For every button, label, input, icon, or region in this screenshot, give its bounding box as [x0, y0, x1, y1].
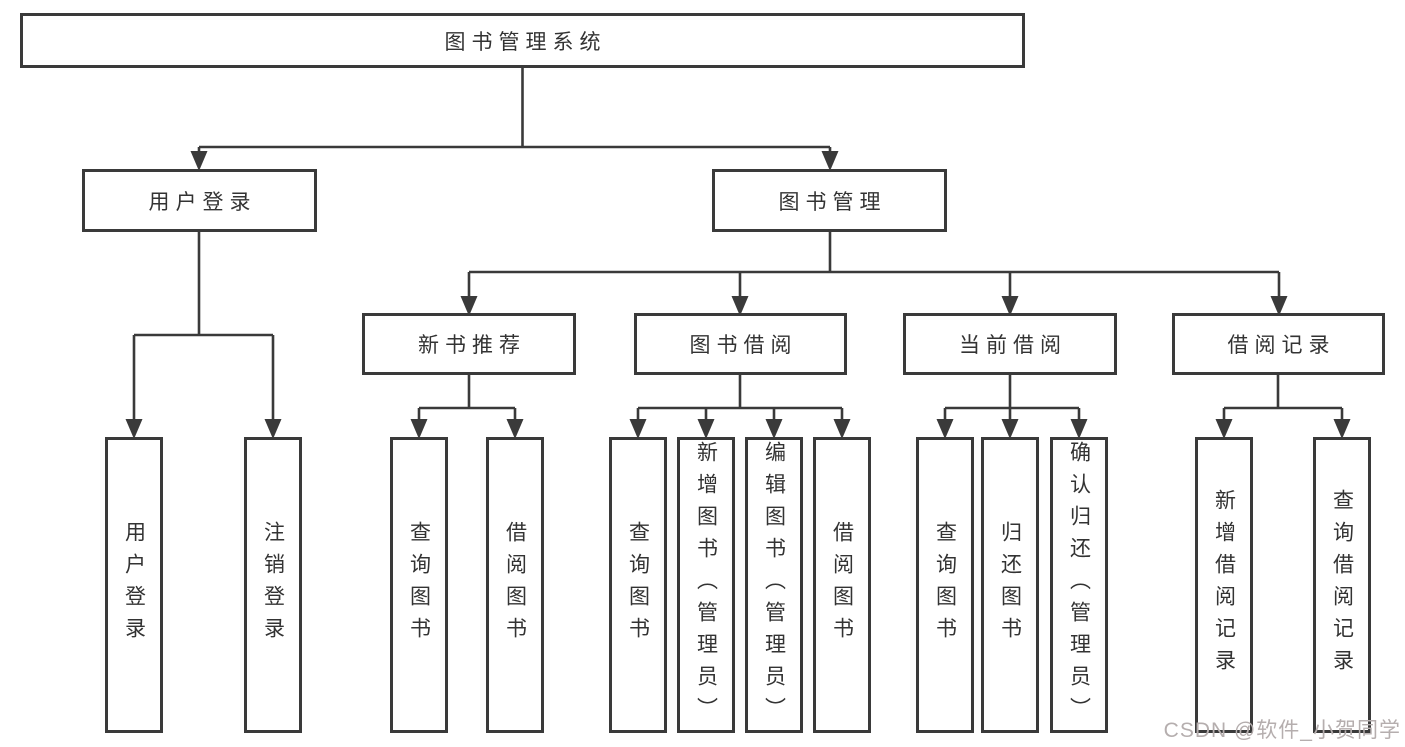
- arrow-down-icon: [460, 296, 478, 316]
- leaf-label: 用户登录: [122, 521, 146, 649]
- connector-book-mgmt-to-modules: [460, 232, 1288, 316]
- node-label: 借阅记录: [1227, 334, 1336, 357]
- leaf-borrow-books-borrowing: 借阅图书: [813, 437, 871, 733]
- leaf-label: 查询图书: [933, 521, 957, 649]
- node-label: 新书推荐: [418, 334, 526, 357]
- leaf-query-books-recommend: 查询图书: [390, 437, 448, 733]
- leaf-label: 注销登录: [261, 521, 285, 649]
- leaf-query-books-current: 查询图书: [916, 437, 974, 733]
- leaf-label: 借阅图书: [503, 521, 527, 649]
- arrow-down-icon: [1215, 419, 1233, 439]
- arrow-down-icon: [731, 296, 749, 316]
- node-book-management: 图书管理: [712, 169, 947, 232]
- arrow-down-icon: [1001, 419, 1019, 439]
- leaf-add-borrow-record: 新增借阅记录: [1195, 437, 1253, 733]
- arrow-down-icon: [629, 419, 647, 439]
- arrow-down-icon: [821, 151, 839, 171]
- arrow-down-icon: [125, 419, 143, 439]
- arrow-down-icon: [936, 419, 954, 439]
- arrow-down-icon: [190, 151, 208, 171]
- node-new-book-recommendation: 新书推荐: [362, 313, 576, 375]
- node-borrowing-records: 借阅记录: [1172, 313, 1385, 375]
- leaf-query-borrow-record: 查询借阅记录: [1313, 437, 1371, 733]
- arrow-down-icon: [833, 419, 851, 439]
- leaf-query-books-borrowing: 查询图书: [609, 437, 667, 733]
- arrow-down-icon: [506, 419, 524, 439]
- leaf-add-book-admin: 新增图书（管理员）: [677, 437, 735, 733]
- arrow-down-icon: [1070, 419, 1088, 439]
- node-label: 图书管理系统: [444, 30, 607, 54]
- leaf-logout: 注销登录: [244, 437, 302, 733]
- leaf-borrow-books-recommend: 借阅图书: [486, 437, 544, 733]
- leaf-return-book: 归还图书: [981, 437, 1039, 733]
- arrow-down-icon: [1333, 419, 1351, 439]
- leaf-confirm-return-admin: 确认归还（管理员）: [1050, 437, 1108, 733]
- arrow-down-icon: [264, 419, 282, 439]
- leaf-label: 查询图书: [407, 521, 431, 649]
- arrow-down-icon: [765, 419, 783, 439]
- node-label: 当前借阅: [959, 334, 1067, 357]
- node-user-login: 用户登录: [82, 169, 317, 232]
- arrow-down-icon: [410, 419, 428, 439]
- connector-root-to-level1: [190, 68, 839, 171]
- connector-borrowing-to-leaves: [629, 375, 851, 439]
- arrow-down-icon: [1001, 296, 1019, 316]
- connector-current-to-leaves: [936, 375, 1088, 439]
- leaf-label: 查询借阅记录: [1330, 489, 1354, 681]
- csdn-watermark: CSDN @软件_小贺同学: [1163, 719, 1401, 742]
- leaf-label: 新增图书（管理员）: [694, 441, 718, 729]
- node-book-borrowing: 图书借阅: [634, 313, 847, 375]
- leaf-label: 查询图书: [626, 521, 650, 649]
- leaf-label: 确认归还（管理员）: [1067, 441, 1091, 729]
- leaf-label: 借阅图书: [830, 521, 854, 649]
- node-label: 图书借阅: [689, 334, 798, 357]
- node-label: 图书管理: [778, 190, 887, 214]
- node-library-system: 图书管理系统: [20, 13, 1025, 68]
- arrow-down-icon: [697, 419, 715, 439]
- leaf-user-login: 用户登录: [105, 437, 163, 733]
- leaf-label: 新增借阅记录: [1212, 489, 1236, 681]
- connector-records-to-leaves: [1215, 375, 1351, 439]
- leaf-label: 编辑图书（管理员）: [762, 441, 786, 729]
- leaf-edit-book-admin: 编辑图书（管理员）: [745, 437, 803, 733]
- leaf-label: 归还图书: [998, 521, 1022, 649]
- node-current-borrowing: 当前借阅: [903, 313, 1117, 375]
- connector-new-book-to-leaves: [410, 375, 524, 439]
- node-label: 用户登录: [148, 190, 257, 214]
- arrow-down-icon: [1270, 296, 1288, 316]
- connector-user-login-to-leaves: [125, 232, 282, 439]
